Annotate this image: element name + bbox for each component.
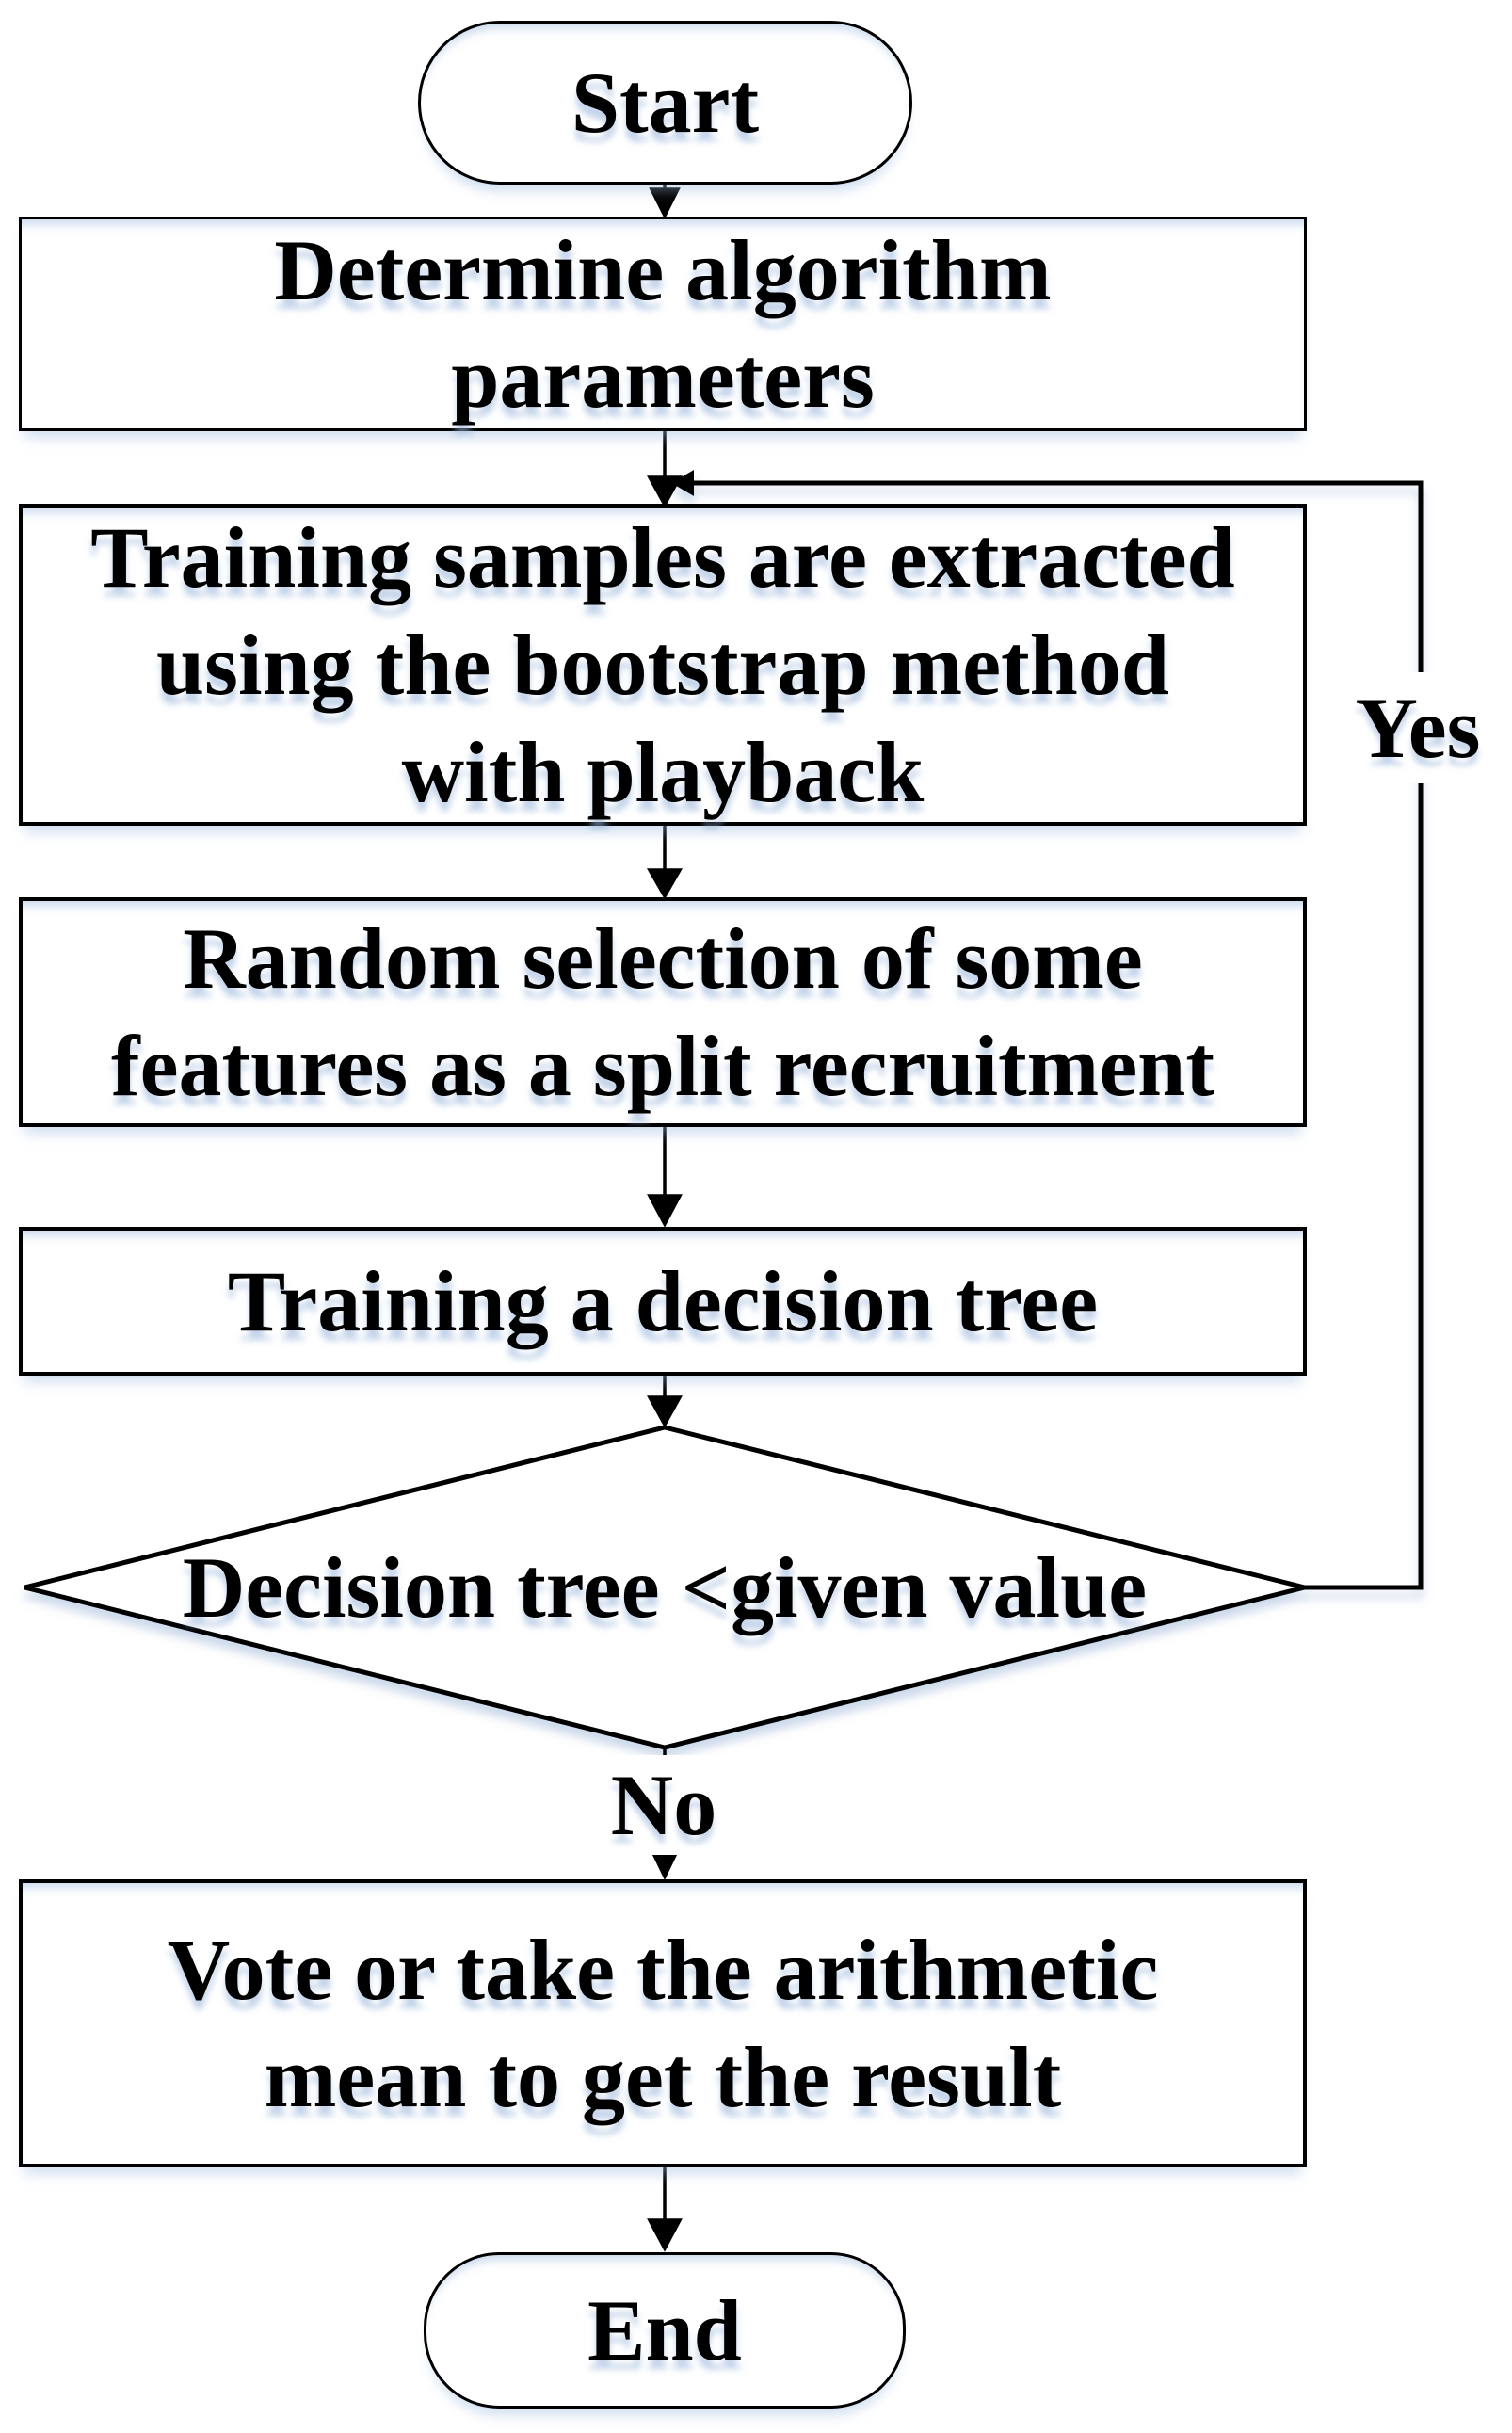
edge-label-yes: Yes	[1327, 672, 1509, 783]
process-determine-parameters: Determine algorithm parameters	[19, 217, 1307, 431]
arrow-train-to-decision	[647, 1376, 683, 1428]
feedback-arrowhead	[671, 470, 694, 496]
feedback-loop-yes	[671, 470, 1424, 1590]
process-vote-result: Vote or take the arithmetic mean to get …	[19, 1879, 1307, 2167]
decision-label: Decision tree <given value	[182, 1539, 1148, 1635]
process-bootstrap-sampling: Training samples are extracted using the…	[19, 504, 1307, 826]
arrow-determine-to-bootstrap	[647, 431, 683, 508]
arrow-bootstrap-to-feature-selection	[646, 826, 684, 900]
edge-label-no: No	[575, 1755, 752, 1855]
start-terminator: Start	[418, 21, 912, 185]
process-feature-selection: Random selection of some features as a s…	[19, 897, 1307, 1127]
arrow-feature-selection-to-train	[647, 1127, 683, 1228]
end-terminator: End	[424, 2252, 906, 2409]
process-train-decision-tree: Training a decision tree	[19, 1227, 1307, 1376]
arrow-start-to-determine	[649, 185, 681, 219]
arrow-vote-to-end	[647, 2167, 683, 2252]
